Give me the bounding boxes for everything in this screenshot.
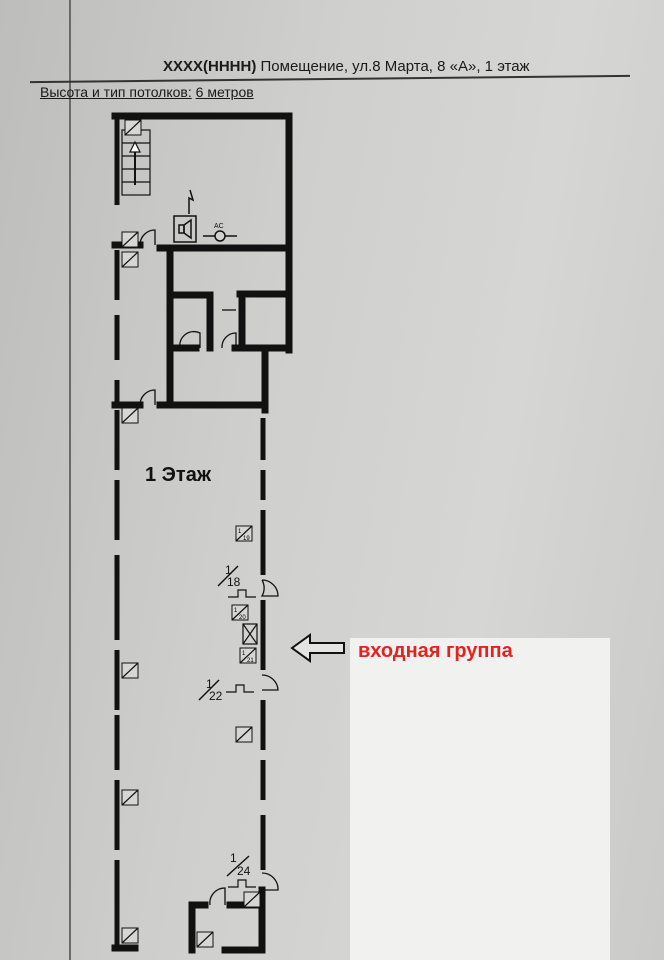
svg-text:1: 1 [230,851,237,865]
tag-num: 1 [234,608,238,614]
window-tag [124,119,142,136]
door-label-18: 1 18 [217,563,241,589]
document-title: XXXX(HHHH) Помещение, ул.8 Марта, 8 «А»,… [163,58,530,75]
door-label-22: 1 22 [198,677,223,703]
tag-den: 20 [239,615,246,621]
tag-num: 1 [242,651,246,657]
window-tag [121,662,139,679]
window-tag: 119 [235,525,253,542]
svg-text:1: 1 [206,677,213,691]
white-patch [350,638,610,960]
ceiling-height: Высота и тип потолков: 6 метров [40,84,254,100]
svg-text:1: 1 [225,563,232,577]
window-tag [243,891,261,908]
window-tag [121,789,139,806]
entry-group-label: входная группа [358,640,513,662]
arrow-left-icon [290,633,345,663]
tag-den: 21 [247,658,254,664]
window-cross-icon [242,623,258,645]
window-tag: 120 [231,604,249,621]
window-tag [121,231,139,248]
svg-text:22: 22 [209,689,223,703]
window-segments [114,118,266,945]
floor-label: 1 Этаж [145,464,212,486]
window-tag [121,927,139,944]
stairs [121,129,151,196]
margin-line [69,0,71,960]
window-tag [121,251,139,268]
walls [111,112,293,954]
door-label-24: 1 24 [226,851,251,878]
window-tag [196,931,214,948]
window-tag [235,726,253,743]
ac-icon: AC [203,223,237,242]
svg-text:AC: AC [214,223,224,230]
ventilation-icon [173,189,197,243]
tag-num: 1 [238,529,242,535]
tag-den: 19 [243,536,250,542]
svg-text:24: 24 [237,864,251,878]
svg-text:18: 18 [227,575,241,589]
entry-steps [226,589,256,888]
window-tag [121,407,139,424]
door-swings [139,229,279,906]
window-tag: 121 [239,647,257,664]
